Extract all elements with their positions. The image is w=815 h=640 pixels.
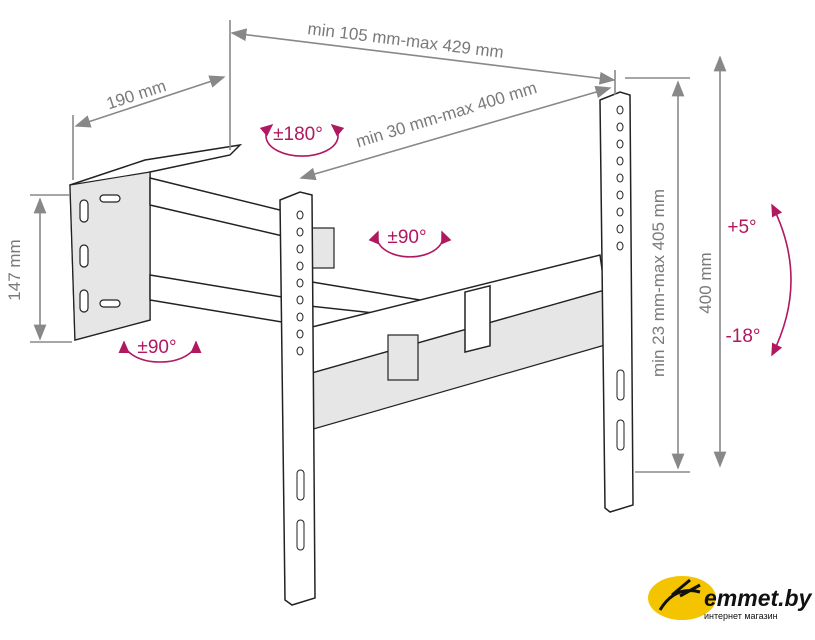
arm-extension-label: min 30 mm-max 400 mm: [354, 78, 539, 151]
swivel-arm-label: ±90°: [137, 337, 176, 358]
right-plate-holes: [616, 105, 625, 451]
tilt-up-label: +5°: [727, 217, 756, 238]
plate-height-label: 400 mm: [696, 252, 715, 313]
dimension-lines: [30, 20, 727, 473]
wall-plate-height-label: 147 mm: [5, 239, 24, 300]
tilt-arc-icon: [771, 203, 792, 357]
total-extension-label: min 105 mm-max 429 mm: [307, 19, 505, 62]
vesa-vertical-label: min 23 mm-max 405 mm: [649, 189, 668, 377]
swivel-arm-arc-icon: [118, 340, 202, 363]
swivel-wall-label: ±180°: [273, 124, 323, 145]
left-plate-holes: [296, 210, 305, 551]
swivel-tv-arc-icon: [368, 230, 452, 258]
swivel-tv-label: ±90°: [387, 227, 426, 248]
tilt-down-label: -18°: [725, 326, 760, 347]
swivel-wall-arc-icon: [259, 123, 345, 157]
wall-depth-label: 190 mm: [104, 76, 168, 113]
emmet-logo: emmet.by интернет магазин: [648, 576, 813, 621]
mount-illustration: [69, 91, 634, 606]
logo-tagline: интернет магазин: [704, 611, 778, 621]
logo-brand: emmet.by: [704, 585, 813, 611]
